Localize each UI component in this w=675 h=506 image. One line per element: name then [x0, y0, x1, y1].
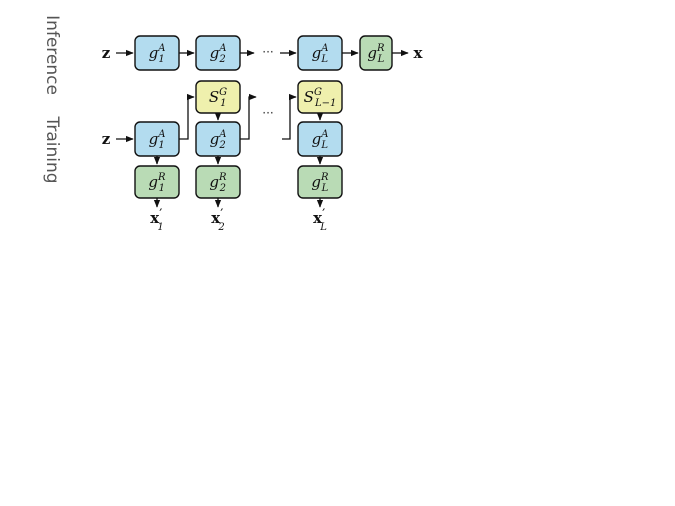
training-output-label-2: x′2: [211, 207, 225, 233]
training-ellipsis: ···: [262, 106, 273, 120]
training-input-z: z: [102, 130, 111, 148]
inference-output-x: x: [414, 44, 424, 62]
training-connector: [179, 93, 195, 140]
inference-label: Inference: [42, 15, 62, 95]
inference-ellipsis: ···: [262, 45, 273, 59]
inference-input-z: z: [102, 44, 111, 62]
training-connector: [240, 93, 257, 140]
training-output-label-L: x′L: [313, 207, 327, 233]
training-label: Training: [42, 115, 62, 183]
training-output-label-1: x′1: [150, 207, 164, 233]
training-connector: [282, 93, 297, 140]
